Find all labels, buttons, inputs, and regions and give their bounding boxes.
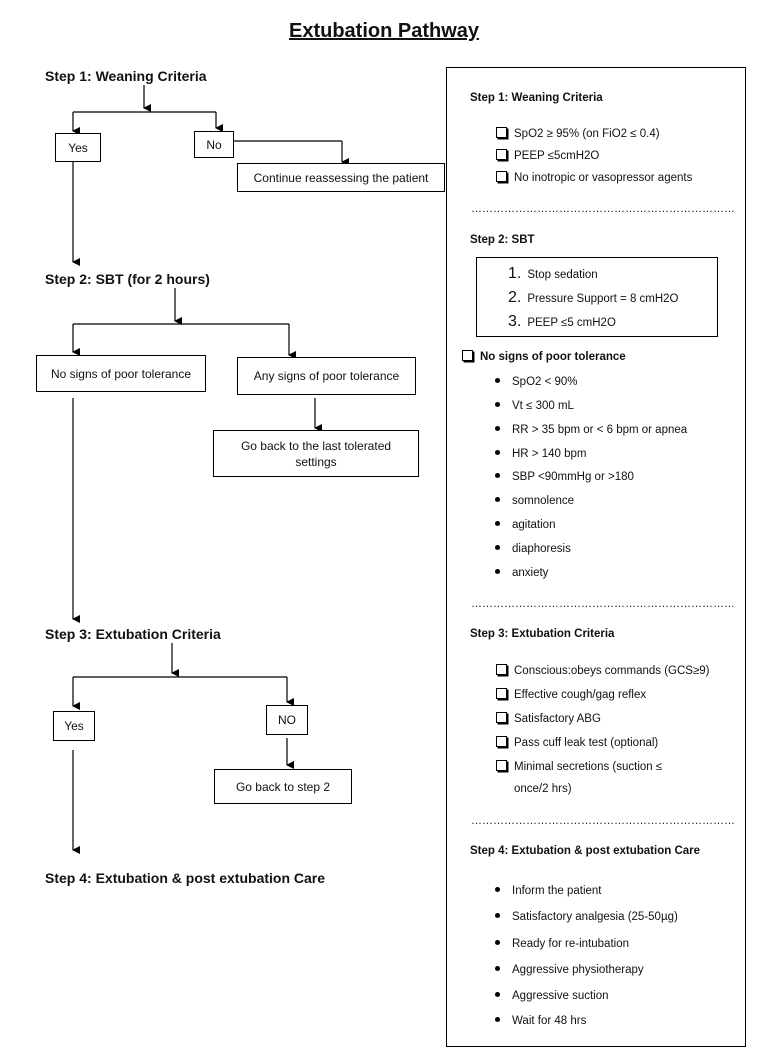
checkbox-icon bbox=[496, 760, 507, 771]
checkbox-icon bbox=[496, 171, 507, 182]
bullet-icon bbox=[495, 940, 500, 945]
flow-connectors bbox=[72, 85, 349, 854]
bullet-icon bbox=[495, 473, 500, 478]
panel-step1-item: SpO2 ≥ 95% (on FiO2 ≤ 0.4) bbox=[496, 127, 660, 142]
flow-step3-yes-box: Yes bbox=[53, 711, 95, 741]
bullet-icon bbox=[495, 913, 500, 918]
checkbox-icon bbox=[496, 736, 507, 747]
panel-step4-item: Satisfactory analgesia (25-50µg) bbox=[495, 910, 678, 925]
flow-continue-reassessing-box: Continue reassessing the patient bbox=[237, 163, 445, 192]
flow-step1-label: Step 1: Weaning Criteria bbox=[45, 68, 207, 84]
panel-step3-item: Conscious:obeys commands (GCS≥9) bbox=[496, 664, 710, 679]
bullet-icon bbox=[495, 497, 500, 502]
panel-sign-item: diaphoresis bbox=[495, 542, 571, 557]
checkbox-icon bbox=[496, 127, 507, 138]
panel-step1-heading: Step 1: Weaning Criteria bbox=[470, 92, 603, 104]
panel-sign-item: somnolence bbox=[495, 494, 574, 509]
panel-step3-item-cont: once/2 hrs) bbox=[514, 783, 572, 795]
panel-no-signs-heading: No signs of poor tolerance bbox=[462, 350, 626, 365]
panel-sbt-item: 1.Stop sedation bbox=[508, 265, 598, 282]
checkbox-icon bbox=[496, 149, 507, 160]
panel-step3-heading: Step 3: Extubation Criteria bbox=[470, 628, 615, 640]
panel-step4-item: Wait for 48 hrs bbox=[495, 1014, 586, 1029]
flow-no-signs-box: No signs of poor tolerance bbox=[36, 355, 206, 392]
checkbox-icon bbox=[496, 712, 507, 723]
panel-separator: ……………………………………………………………… bbox=[471, 203, 735, 215]
bullet-icon bbox=[495, 966, 500, 971]
flow-step1-yes-box: Yes bbox=[55, 133, 101, 162]
checkbox-icon bbox=[496, 688, 507, 699]
flow-go-back-settings-box: Go back to the last tolerated settings bbox=[213, 430, 419, 477]
panel-step3-item: Pass cuff leak test (optional) bbox=[496, 736, 658, 751]
bullet-icon bbox=[495, 450, 500, 455]
panel-sbt-settings-box bbox=[476, 257, 718, 337]
flow-any-signs-box: Any signs of poor tolerance bbox=[237, 357, 416, 395]
panel-sign-item: HR > 140 bpm bbox=[495, 447, 586, 462]
panel-sign-item: Vt ≤ 300 mL bbox=[495, 399, 574, 414]
panel-sign-item: anxiety bbox=[495, 566, 548, 581]
bullet-icon bbox=[495, 521, 500, 526]
panel-step4-item: Aggressive suction bbox=[495, 989, 609, 1004]
bullet-icon bbox=[495, 1017, 500, 1022]
panel-step1-item: PEEP ≤5cmH2O bbox=[496, 149, 599, 164]
panel-step4-item: Inform the patient bbox=[495, 884, 602, 899]
flow-step4-label: Step 4: Extubation & post extubation Car… bbox=[45, 870, 326, 886]
bullet-icon bbox=[495, 378, 500, 383]
panel-sbt-item: 3.PEEP ≤5 cmH2O bbox=[508, 313, 616, 330]
panel-step4-item: Aggressive physiotherapy bbox=[495, 963, 644, 978]
page-title: Extubation Pathway bbox=[288, 20, 480, 42]
bullet-icon bbox=[495, 545, 500, 550]
panel-sbt-item: 2.Pressure Support = 8 cmH2O bbox=[508, 289, 679, 306]
flow-step3-no-box: NO bbox=[266, 705, 308, 735]
panel-separator: ……………………………………………………………… bbox=[471, 598, 735, 610]
flow-step2-label: Step 2: SBT (for 2 hours) bbox=[45, 271, 210, 287]
panel-step4-heading: Step 4: Extubation & post extubation Car… bbox=[470, 845, 701, 857]
panel-sign-item: RR > 35 bpm or < 6 bpm or apnea bbox=[495, 423, 687, 438]
bullet-icon bbox=[495, 992, 500, 997]
panel-step4-item: Ready for re-intubation bbox=[495, 937, 629, 952]
bullet-icon bbox=[495, 887, 500, 892]
panel-sign-item: agitation bbox=[495, 518, 555, 533]
flow-step3-label: Step 3: Extubation Criteria bbox=[45, 626, 221, 642]
flow-step1-no-box: No bbox=[194, 131, 234, 158]
bullet-icon bbox=[495, 569, 500, 574]
bullet-icon bbox=[495, 426, 500, 431]
flow-go-back-step2-box: Go back to step 2 bbox=[214, 769, 352, 804]
panel-step3-item: Effective cough/gag reflex bbox=[496, 688, 646, 703]
panel-step3-item: Satisfactory ABG bbox=[496, 712, 601, 727]
panel-separator: ……………………………………………………………… bbox=[471, 815, 735, 827]
checkbox-icon bbox=[462, 350, 473, 361]
panel-step1-item: No inotropic or vasopressor agents bbox=[496, 171, 692, 186]
bullet-icon bbox=[495, 402, 500, 407]
panel-step3-item: Minimal secretions (suction ≤ bbox=[496, 760, 662, 775]
panel-sign-item: SBP <90mmHg or >180 bbox=[495, 470, 634, 485]
panel-step2-heading: Step 2: SBT bbox=[470, 234, 535, 246]
checkbox-icon bbox=[496, 664, 507, 675]
panel-sign-item: SpO2 < 90% bbox=[495, 375, 578, 390]
